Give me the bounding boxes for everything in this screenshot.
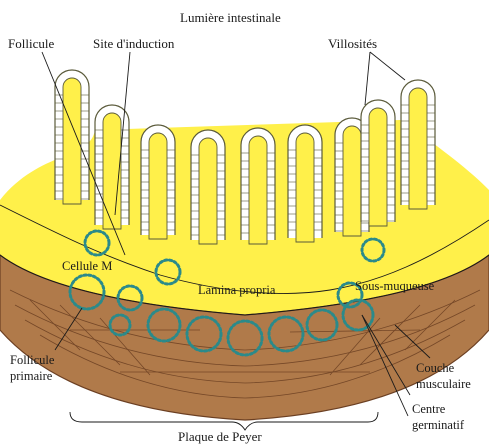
lamina-propria-label: Lamina propria xyxy=(198,283,276,297)
villus-core xyxy=(369,108,387,226)
villus-core xyxy=(296,133,314,242)
villus-core xyxy=(409,88,427,209)
villus-core xyxy=(199,138,217,244)
submucosa-label: Sous-muqueuse xyxy=(355,279,435,293)
muscle-layer-label-1: Couche xyxy=(416,361,455,375)
m-cell-label: Cellule M xyxy=(62,259,112,273)
peyer-patch-label: Plaque de Peyer xyxy=(178,429,262,444)
muscle-layer-label-2: musculaire xyxy=(416,377,471,391)
induction-site-label: Site d'induction xyxy=(93,36,175,51)
lumen-label: Lumière intestinale xyxy=(180,10,281,25)
villus-core xyxy=(103,113,121,229)
villus-core xyxy=(249,136,267,244)
villus-core xyxy=(149,133,167,239)
villus-core xyxy=(343,126,361,236)
follicle-label: Follicule xyxy=(8,36,54,51)
germinal-center-label-2: germinatif xyxy=(412,418,465,432)
primary-follicle-label-1: Follicule xyxy=(10,353,55,367)
primary-follicle-label-2: primaire xyxy=(10,369,53,383)
villi xyxy=(55,70,435,244)
villi-label: Villosités xyxy=(328,36,377,51)
germinal-center-label-1: Centre xyxy=(412,402,446,416)
